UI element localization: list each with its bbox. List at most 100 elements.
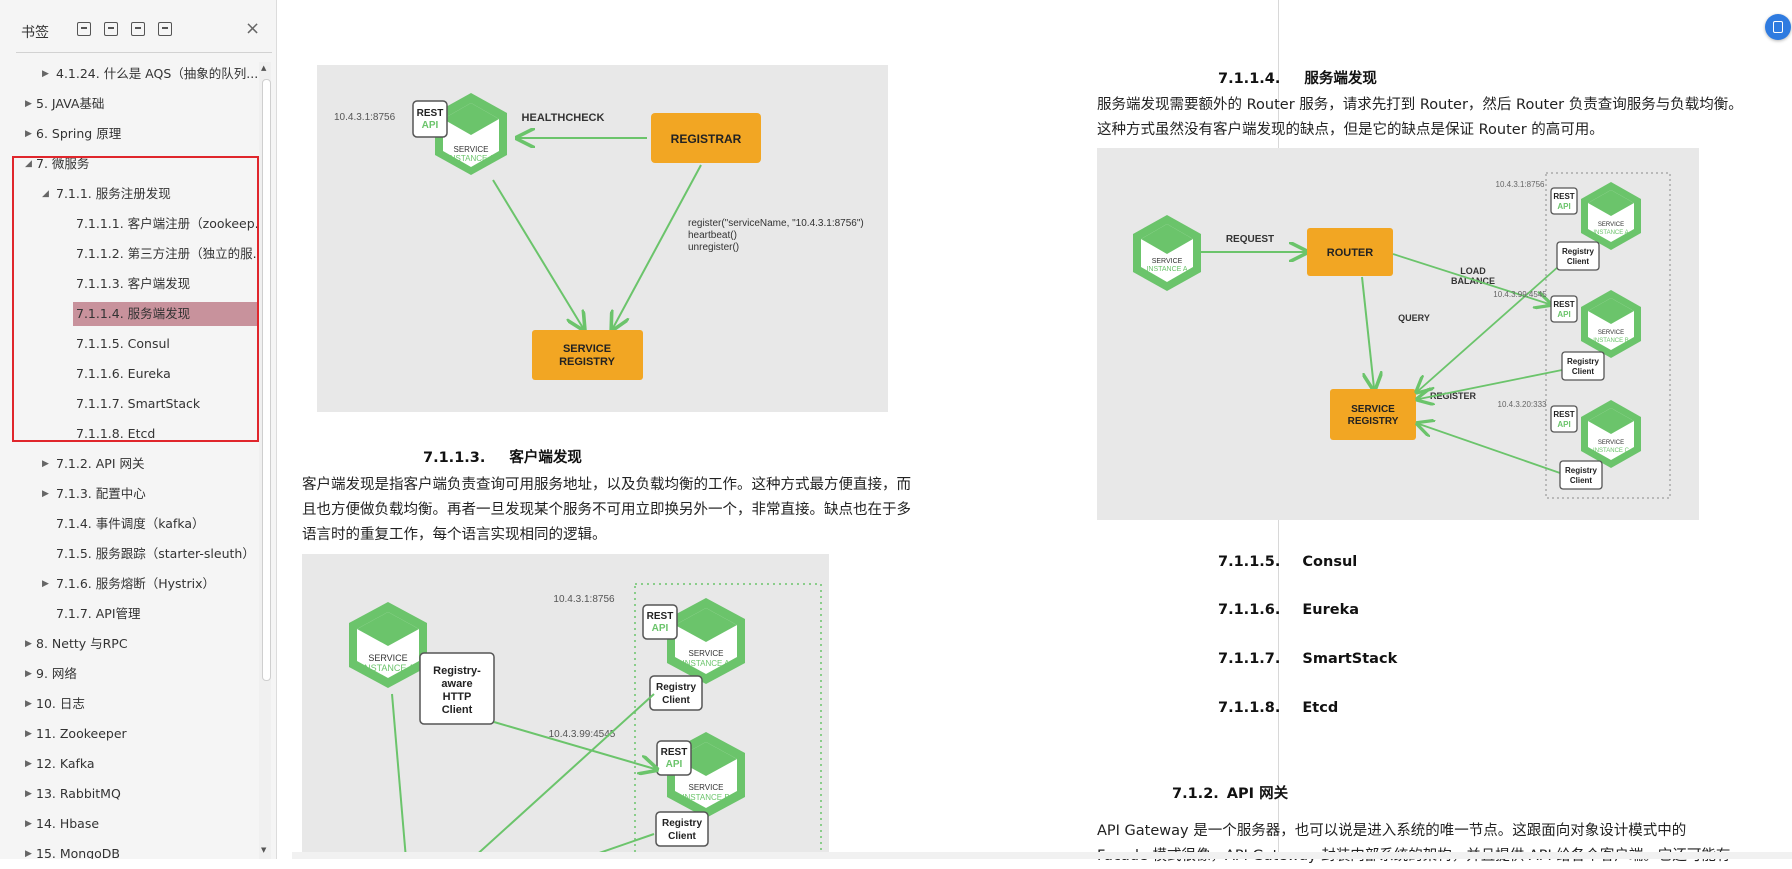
instance-c-register-arrow: [1419, 424, 1561, 474]
collapse-arrow-icon[interactable]: ◢: [25, 159, 32, 169]
paragraph-line: 语言时的重复工作，每个语言实现相同的逻辑。: [302, 527, 607, 543]
heading-number: 7.1.2.: [1172, 786, 1219, 802]
sidebar-item-label: 7.1.3. 配置中心: [56, 486, 146, 501]
registry-client-box-a: [649, 675, 703, 711]
figure-1-svg: 10.4.3.1:8756 SERVICE INSTANCE A REST AP…: [334, 93, 864, 380]
api-label: API: [1557, 310, 1570, 319]
sidebar-item[interactable]: 7.1.1.8. Etcd: [0, 422, 258, 446]
instance-label: INSTANCE A: [683, 659, 731, 668]
ip-label-a: 10.4.3.1:8756: [553, 594, 615, 605]
bookmark-settings-icon[interactable]: [158, 22, 172, 36]
floating-tool-icon[interactable]: [1765, 14, 1791, 40]
sidebar-item[interactable]: ◢7.1.1. 服务注册发现: [0, 182, 258, 206]
sidebar-item[interactable]: ▶ 11. Zookeeper: [0, 722, 258, 746]
sidebar-item[interactable]: 7.1.1.2. 第三方注册（独立的服...: [0, 242, 258, 266]
expand-arrow-icon[interactable]: ▶: [42, 579, 49, 589]
rest-api-box-a: [1550, 187, 1578, 215]
horizontal-scrollbar[interactable]: [292, 852, 1792, 859]
registry-client-label: Registry: [1565, 466, 1598, 475]
hex-top: [357, 612, 419, 646]
sidebar-item[interactable]: ◢7. 微服务: [0, 152, 258, 176]
client-label-1: Registry-: [433, 665, 481, 677]
sidebar-item[interactable]: 7.1.7. API管理: [0, 602, 258, 626]
expand-arrow-icon[interactable]: ▶: [25, 819, 32, 829]
sidebar-item[interactable]: 7.1.1.5. Consul: [0, 332, 258, 356]
collapse-all-icon[interactable]: [104, 22, 118, 36]
close-icon[interactable]: ×: [245, 18, 261, 39]
api-label: API: [652, 623, 669, 634]
expand-arrow-icon[interactable]: ▶: [42, 489, 49, 499]
api-label: API: [1557, 420, 1570, 429]
registry-client-box-c: [1559, 460, 1603, 490]
paragraph-line: 服务端发现需要额外的 Router 服务，请求先打到 Router，然后 Rou…: [1097, 97, 1743, 113]
instance-b-register-arrow: [1419, 369, 1563, 399]
heading-title: API 网关: [1226, 786, 1289, 802]
sidebar-item[interactable]: ▶9. 网络: [0, 662, 258, 686]
registry-client-box-b: [1561, 351, 1605, 381]
expand-arrow-icon[interactable]: ▶: [42, 459, 49, 469]
figure-client-discovery: SERVICE INSTANCE A Registry- aware HTTP …: [302, 554, 829, 859]
sidebar-item[interactable]: 7.1.1.3. 客户端发现: [0, 272, 258, 296]
expand-all-icon[interactable]: [77, 22, 91, 36]
sidebar-item[interactable]: ▶8. Netty 与RPC: [0, 632, 258, 656]
paragraph-line: 且也方便做负载均衡。再者一旦发现某个服务不可用立即换另外一个，非常直接。缺点也在…: [302, 502, 911, 518]
sidebar-item[interactable]: ▶15. MongoDB: [0, 842, 258, 859]
sidebar-item[interactable]: 7.1.5. 服务跟踪（starter-sleuth）: [0, 542, 258, 566]
registry-client-label: Registry: [1567, 357, 1600, 366]
sidebar-item[interactable]: ▶ 4.1.24. 什么是 AQS（抽象的队列...: [0, 62, 258, 86]
section-heading-etcd: 7.1.1.8.Etcd: [1218, 700, 1338, 716]
hex-top: [675, 608, 737, 642]
registry-label-2: REGISTRY: [559, 356, 615, 368]
service-label: SERVICE: [1598, 330, 1624, 336]
sidebar-item[interactable]: ▶6. Spring 原理: [0, 122, 258, 146]
rest-label: REST: [1553, 410, 1574, 419]
sidebar-item-label: 7.1.4. 事件调度（kafka）: [56, 516, 205, 531]
bookmark-sidebar: 书签 × ▶ 4.1.24. 什么是 AQS（抽象的队列... ▶5. JAVA基础…: [0, 0, 277, 859]
instance-label: INSTANCE B: [1593, 338, 1629, 344]
sidebar-item[interactable]: ▶13. RabbitMQ: [0, 782, 258, 806]
heading-number: 7.1.1.5.: [1218, 554, 1281, 570]
expand-arrow-icon[interactable]: ▶: [25, 729, 32, 739]
sidebar-item[interactable]: ▶ 7.1.3. 配置中心: [0, 482, 258, 506]
sidebar-item-label: 4.1.24. 什么是 AQS（抽象的队列...: [56, 66, 258, 81]
registry-client-box-b: [655, 811, 709, 847]
hex-top: [1588, 298, 1634, 324]
sidebar-item[interactable]: ▶5. JAVA基础: [0, 92, 258, 116]
ip-label-b: 10.4.3.99:4545: [549, 729, 616, 740]
sidebar-item[interactable]: 7.1.4. 事件调度（kafka）: [0, 512, 258, 536]
sidebar-item-label: 7.1.1.4. 服务端发现: [73, 302, 258, 326]
expand-arrow-icon[interactable]: ▶: [25, 849, 32, 859]
api-label: API: [422, 120, 439, 131]
sidebar-item[interactable]: 7.1.1.1. 客户端注册（zookeep...: [0, 212, 258, 236]
scroll-up-icon[interactable]: ▲: [261, 64, 267, 72]
section-heading-eureka: 7.1.1.6.Eureka: [1218, 602, 1359, 618]
sidebar-item[interactable]: 7.1.1.7. SmartStack: [0, 392, 258, 416]
heading-number: 7.1.1.6.: [1218, 602, 1281, 618]
expand-arrow-icon[interactable]: ▶: [25, 639, 32, 649]
sidebar-item[interactable]: ▶14. Hbase: [0, 812, 258, 836]
sidebar-scroll-thumb[interactable]: [262, 79, 271, 681]
sidebar-item[interactable]: ▶7.1.2. API 网关: [0, 452, 258, 476]
expand-arrow-icon[interactable]: ▶: [42, 69, 49, 79]
expand-arrow-icon[interactable]: ▶: [25, 669, 32, 679]
sidebar-item-label: 7.1.1.6. Eureka: [76, 366, 171, 381]
expand-arrow-icon[interactable]: ▶: [25, 699, 32, 709]
expand-arrow-icon[interactable]: ▶: [25, 99, 32, 109]
sidebar-title: 书签: [21, 25, 49, 41]
scroll-down-icon[interactable]: ▼: [261, 846, 267, 854]
sidebar-item[interactable]: ▶7.1.6. 服务熔断（Hystrix）: [0, 572, 258, 596]
expand-arrow-icon[interactable]: ▶: [25, 759, 32, 769]
sidebar-item[interactable]: 7.1.1.6. Eureka: [0, 362, 258, 386]
sidebar-item[interactable]: 7.1.1.4. 服务端发现: [0, 302, 258, 326]
sidebar-item[interactable]: ▶12. Kafka: [0, 752, 258, 776]
load-balance-label: BALANCE: [1451, 276, 1495, 286]
expand-arrow-icon[interactable]: ▶: [25, 789, 32, 799]
expand-arrow-icon[interactable]: ▶: [25, 129, 32, 139]
collapse-arrow-icon[interactable]: ◢: [42, 189, 49, 199]
instance-to-registry-arrow: [492, 179, 583, 328]
add-bookmark-icon[interactable]: [131, 22, 145, 36]
instance-label: INSTANCE A: [448, 154, 496, 163]
sidebar-item-label: 11. Zookeeper: [36, 726, 127, 741]
sidebar-item[interactable]: ▶10. 日志: [0, 692, 258, 716]
sidebar-item-label: 7.1.1.1. 客户端注册（zookeep...: [76, 216, 258, 231]
